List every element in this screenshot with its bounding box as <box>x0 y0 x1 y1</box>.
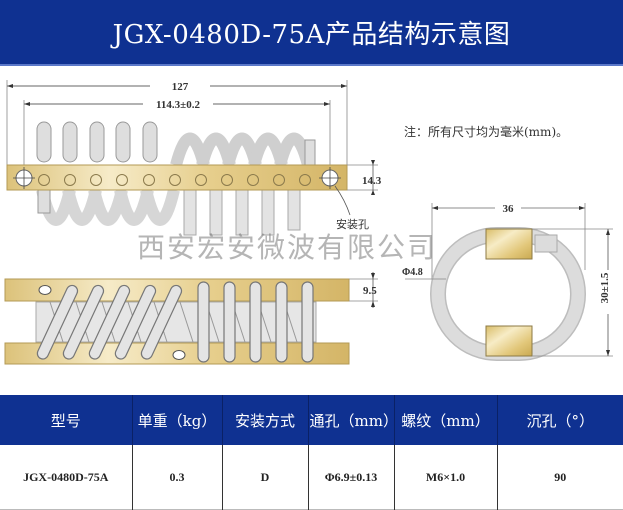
company-watermark: 西安宏安微波有限公司 <box>137 231 438 264</box>
cell-mount-type: D <box>222 445 309 510</box>
col-header-through-hole: 通孔（mm） <box>308 395 398 445</box>
brass-plate-top <box>6 164 348 191</box>
col-header-model: 型号 <box>0 395 133 445</box>
cell-countersink: 90 <box>554 469 567 484</box>
mount-hole-label: 安装孔 <box>336 217 369 231</box>
cell-weight: 0.3 <box>132 445 223 510</box>
table-header-row: 型号 单重（kg） 安装方式 通孔（mm） 螺纹（mm） 沉孔（°） <box>0 395 623 445</box>
col-header-mount-type: 安装方式 <box>222 395 309 445</box>
dim-wire-diameter: Φ4.8 <box>402 267 423 278</box>
cell-thread: M6×1.0 <box>394 445 498 510</box>
dim-plate-thickness: 9.5 <box>363 285 377 297</box>
col-header-thread: 螺纹（mm） <box>394 395 498 445</box>
structure-drawing: 127 114.3±0.2 <box>0 66 623 391</box>
page-title: JGX-0480D-75A产品结构示意图 <box>112 19 511 50</box>
brass-block-top <box>485 228 533 260</box>
dim-plate-width: 14.3 <box>362 175 382 187</box>
dim-hole-spacing: 114.3±0.2 <box>156 99 200 111</box>
mount-hole-icon <box>13 167 341 189</box>
cell-through-hole: Φ6.9±0.13 <box>308 445 395 510</box>
brass-block-bottom <box>485 325 533 357</box>
units-note: 注：所有尺寸均为毫米(mm)。 <box>404 125 569 139</box>
col-header-weight: 单重（kg） <box>132 395 223 445</box>
dim-end-width: 36 <box>503 203 515 215</box>
title-bar: JGX-0480D-75A产品结构示意图 <box>0 0 623 66</box>
dim-overall-length: 127 <box>172 81 189 93</box>
side-view: 9.5 <box>4 272 378 365</box>
col-header-countersink: 沉孔（°） <box>497 395 623 445</box>
end-view: 36 30±1.5 Φ4.8 <box>402 201 615 361</box>
top-view: 127 114.3±0.2 <box>6 79 382 236</box>
cell-model: JGX-0480D-75A <box>0 445 133 510</box>
dim-end-height: 30±1.5 <box>599 272 611 303</box>
table-row: JGX-0480D-75A 0.3 D Φ6.9±0.13 M6×1.0 90 <box>0 445 623 510</box>
drawing-svg: 127 114.3±0.2 <box>4 79 615 365</box>
spec-table: 型号 单重（kg） 安装方式 通孔（mm） 螺纹（mm） 沉孔（°） JGX-0… <box>0 395 623 510</box>
